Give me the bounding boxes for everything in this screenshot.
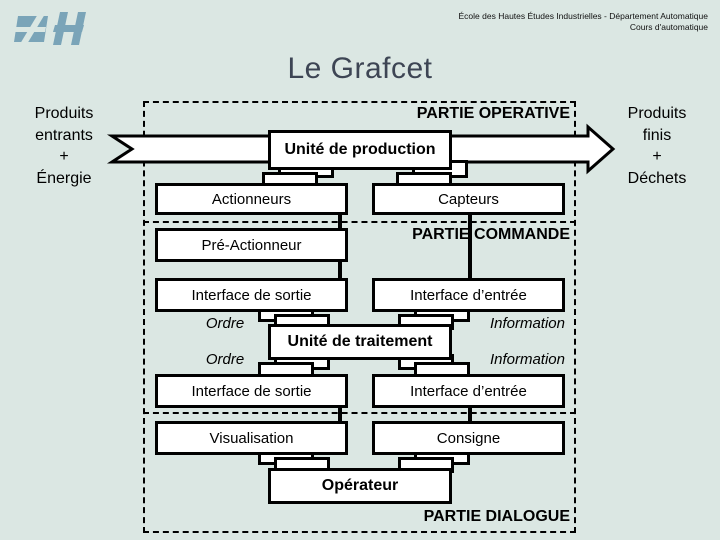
section-label-partie-operative: PARTIE OPERATIVE [416,105,570,122]
flow-label-information-2: Information [489,351,565,368]
box-unite-traitement: Unité de traitement [268,324,452,360]
box-interface-sortie-bas: Interface de sortie [155,374,348,408]
flow-label-information-1: Information [489,315,565,332]
outputs-label-line: Déchets [627,169,687,187]
inputs-label-line: + [59,148,69,165]
header-text: École des Hautes Études Industrielles - … [459,11,708,33]
box-interface-sortie-haut: Interface de sortie [155,278,348,312]
header-line-2: Cours d'automatique [629,22,708,32]
slide-title: Le Grafcet [287,52,433,85]
connector-actionneurs-preactionneur [338,212,342,232]
box-capteurs: Capteurs [372,183,565,215]
flow-label-ordre-2: Ordre [205,351,245,368]
inputs-label-line: Produits [34,105,94,122]
connector-interface-consigne [468,405,472,424]
section-separator-operative-commande [143,221,576,223]
inputs-label-line: Énergie [36,169,92,187]
inputs-label: Produits entrants + Énergie [8,103,120,189]
section-label-partie-commande: PARTIE COMMANDE [412,226,570,243]
connector-interface-visualisation [338,405,342,424]
diagram-dashed-frame [143,101,576,533]
box-pre-actionneur: Pré-Actionneur [155,228,348,262]
outputs-label-line: + [652,148,662,165]
box-operateur: Opérateur [268,468,452,504]
box-unite-production: Unité de production [268,130,452,170]
section-label-partie-dialogue: PARTIE DIALOGUE [423,508,570,525]
header-line-1: École des Hautes Études Industrielles - … [458,11,708,21]
outputs-label-line: finis [642,126,672,144]
school-logo-icon [14,12,86,45]
box-consigne: Consigne [372,421,565,455]
box-interface-entree-bas: Interface d’entrée [372,374,565,408]
section-separator-commande-dialogue [143,412,576,414]
outputs-label-line: Produits [627,105,687,122]
box-visualisation: Visualisation [155,421,348,455]
connector-capteurs-interface [468,212,472,281]
outputs-label: Produits finis + Déchets [601,103,713,189]
box-actionneurs: Actionneurs [155,183,348,215]
connector-preactionneur-interface [338,259,342,281]
box-interface-entree-haut: Interface d’entrée [372,278,565,312]
inputs-label-line: entrants [35,126,93,144]
flow-label-ordre-1: Ordre [205,315,245,332]
